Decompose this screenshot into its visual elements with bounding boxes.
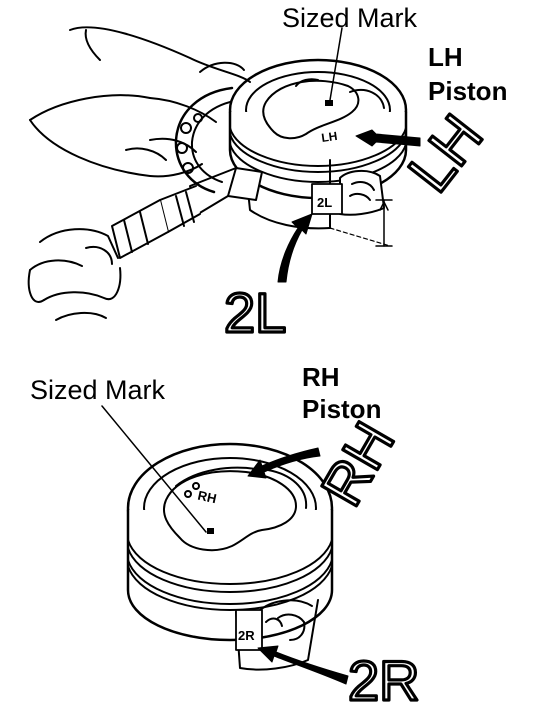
bottom-sized-mark-label: Sized Mark xyxy=(30,375,166,405)
rh-crown-mark: RH xyxy=(196,488,217,507)
mark-2r-small: 2R xyxy=(238,628,255,643)
lh-piston-label-line2: Piston xyxy=(428,76,508,106)
bottom-sized-mark-leader xyxy=(101,405,207,533)
lh-crown-mark: LH xyxy=(320,129,338,145)
mark-2r-large: 2R xyxy=(348,649,420,706)
lh-large-marking: LH xyxy=(395,102,495,204)
rh-piston-label-line2: Piston xyxy=(302,394,382,424)
rh-piston-illustration xyxy=(101,405,349,685)
mark-2l-large: 2L xyxy=(224,281,286,344)
lh-piston-arrow xyxy=(355,129,421,147)
lh-piston-label-line1: LH xyxy=(428,42,463,72)
top-sized-mark-leader xyxy=(329,27,343,101)
lh-piston-body xyxy=(228,58,408,247)
hand-top xyxy=(29,26,251,178)
top-sized-mark-label: Sized Mark xyxy=(282,3,418,33)
mark-2l-small: 2L xyxy=(317,195,332,210)
mark-2l-arrow xyxy=(277,213,313,283)
mark-2r-arrow xyxy=(257,645,349,685)
micrometer-spindle xyxy=(111,167,263,259)
hand-bottom xyxy=(27,228,122,321)
rh-piston-label-line1: RH xyxy=(302,362,340,392)
rh-piston-arrow xyxy=(247,447,321,479)
lh-piston-illustration xyxy=(27,26,421,321)
